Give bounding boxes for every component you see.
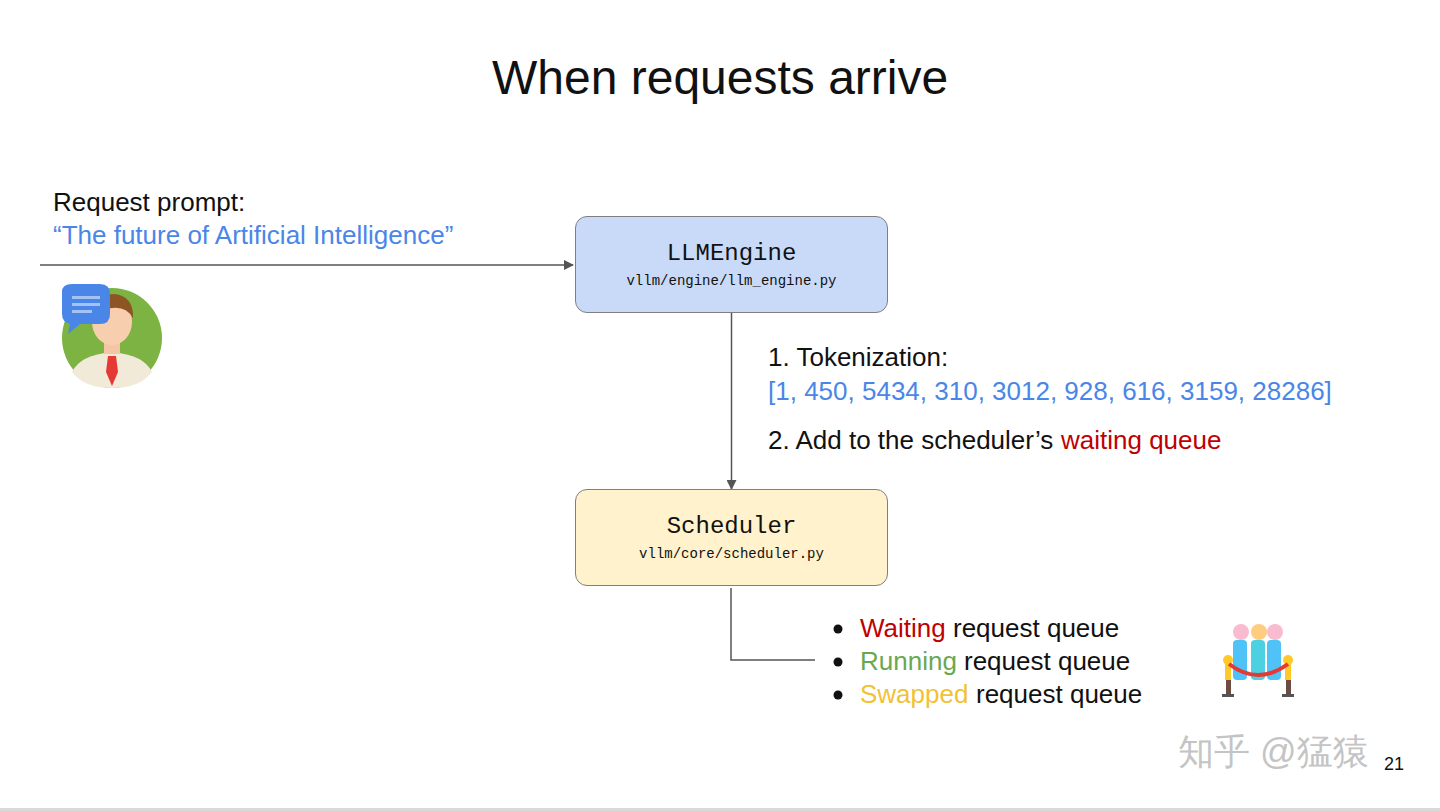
bullet-dot — [834, 658, 843, 667]
box-heading: LLMEngine — [667, 240, 797, 267]
queue-icon — [1222, 624, 1294, 697]
file-path: vllm/engine/llm_engine.py — [626, 273, 836, 289]
prompt-text: “The future of Artificial Intelligence” — [53, 220, 453, 251]
input-arrow — [40, 264, 573, 266]
queue-state: Running — [860, 646, 957, 677]
step-text: 2. Add to the scheduler’s — [768, 425, 1053, 456]
step-text: 1. Tokenization: — [768, 342, 948, 373]
page-number: 21 — [1384, 754, 1404, 775]
queue-state: Waiting — [860, 613, 946, 644]
file-path: vllm/core/scheduler.py — [639, 546, 824, 562]
prompt-heading: Request prompt: — [53, 187, 245, 218]
queue-text: request queue — [953, 613, 1119, 644]
bullet-dot — [834, 625, 843, 634]
process-box: LLMEngine vllm/engine/llm_engine.py — [575, 216, 888, 313]
bullet-dot — [834, 691, 843, 700]
queue-highlight: waiting queue — [1061, 425, 1221, 456]
box-heading: Scheduler — [667, 513, 797, 540]
watermark: 知乎 @猛猿 — [1178, 728, 1369, 777]
queue-text: request queue — [976, 679, 1142, 710]
flow-arrow — [731, 313, 733, 489]
token-ids: [1, 450, 5434, 310, 3012, 928, 616, 3159… — [768, 376, 1332, 407]
process-box: Scheduler vllm/core/scheduler.py — [575, 489, 888, 586]
queue-state: Swapped — [860, 679, 968, 710]
queue-text: request queue — [964, 646, 1130, 677]
slide-title: When requests arrive — [492, 50, 948, 105]
leader-line — [731, 588, 815, 660]
slide-bottom-rule — [0, 808, 1440, 811]
user-icon — [62, 284, 162, 388]
